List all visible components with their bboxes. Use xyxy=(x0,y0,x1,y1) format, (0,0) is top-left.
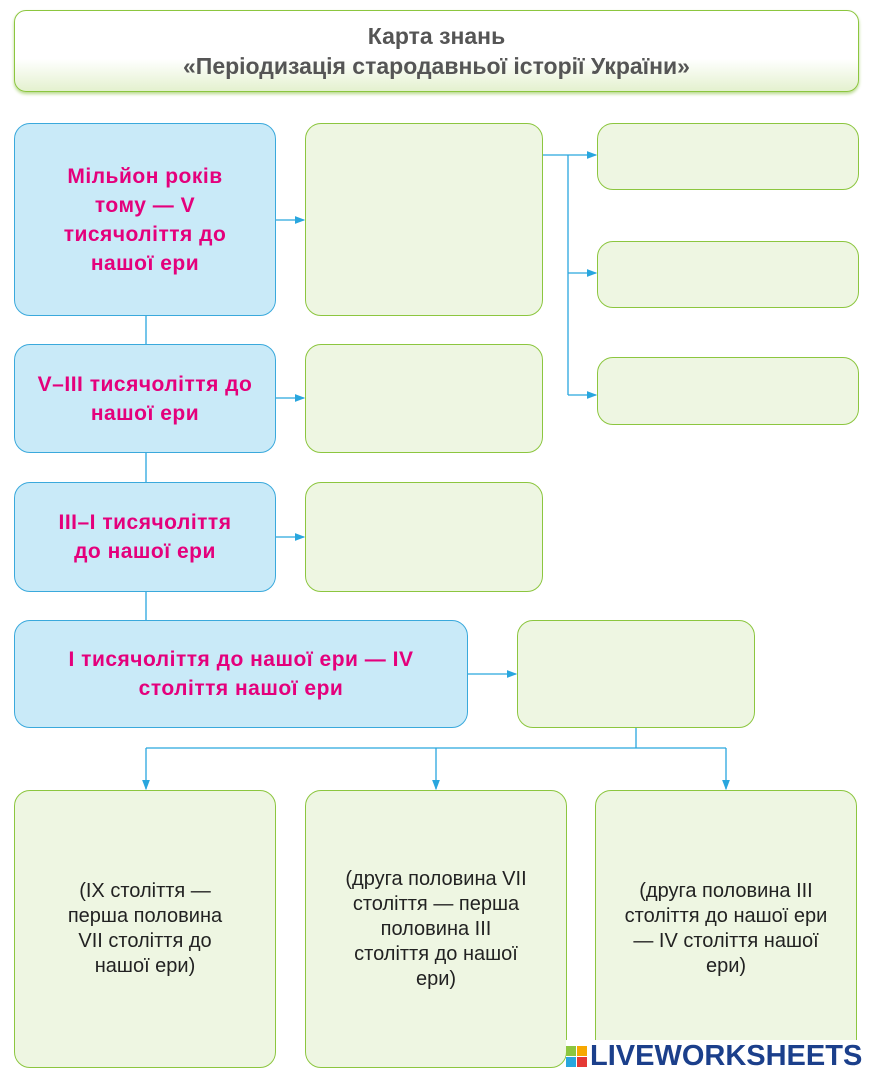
period-label: I тисячоліття до нашої ери — IV століття… xyxy=(68,648,414,700)
period-box-2: V–III тисячоліття до нашої ери xyxy=(14,344,276,453)
title-line1: Карта знань xyxy=(367,23,506,49)
period-box-4: I тисячоліття до нашої ери — IV століття… xyxy=(14,620,468,728)
period-label: V–III тисячоліття до нашої ери xyxy=(37,372,253,425)
answer-box-4[interactable] xyxy=(517,620,755,728)
answer-box-sub-2[interactable] xyxy=(597,241,859,308)
liveworksheets-logo: LIVEWORKSHEETS xyxy=(566,1040,867,1073)
title-line2: «Періодизація стародавньої історії Украї… xyxy=(183,53,690,79)
culture-dates: (IX століття — перша половина VII століт… xyxy=(67,880,223,977)
answer-box-3[interactable] xyxy=(305,482,543,592)
answer-box-1[interactable] xyxy=(305,123,543,316)
answer-box-sub-3[interactable] xyxy=(597,357,859,425)
culture-dates: (друга половина III століття до нашої ер… xyxy=(624,880,828,977)
period-label: III–I тисячоліття до нашої ери xyxy=(58,511,232,563)
culture-box-2[interactable]: (друга половина VII століття — перша пол… xyxy=(305,790,567,1068)
culture-box-3[interactable]: (друга половина III століття до нашої ер… xyxy=(595,790,857,1068)
logo-text: LIVEWORKSHEETS xyxy=(590,1040,863,1072)
period-box-1: Мільйон років тому — V тисячоліття до на… xyxy=(14,123,276,316)
answer-box-sub-1[interactable] xyxy=(597,123,859,190)
title-banner: Карта знань «Періодизація стародавньої і… xyxy=(14,10,859,92)
culture-box-1[interactable]: (IX століття — перша половина VII століт… xyxy=(14,790,276,1068)
period-box-3: III–I тисячоліття до нашої ери xyxy=(14,482,276,592)
period-label: Мільйон років тому — V тисячоліття до на… xyxy=(63,164,227,275)
culture-dates: (друга половина VII століття — перша пол… xyxy=(345,867,527,990)
answer-box-2[interactable] xyxy=(305,344,543,453)
logo-icon xyxy=(566,1046,587,1067)
